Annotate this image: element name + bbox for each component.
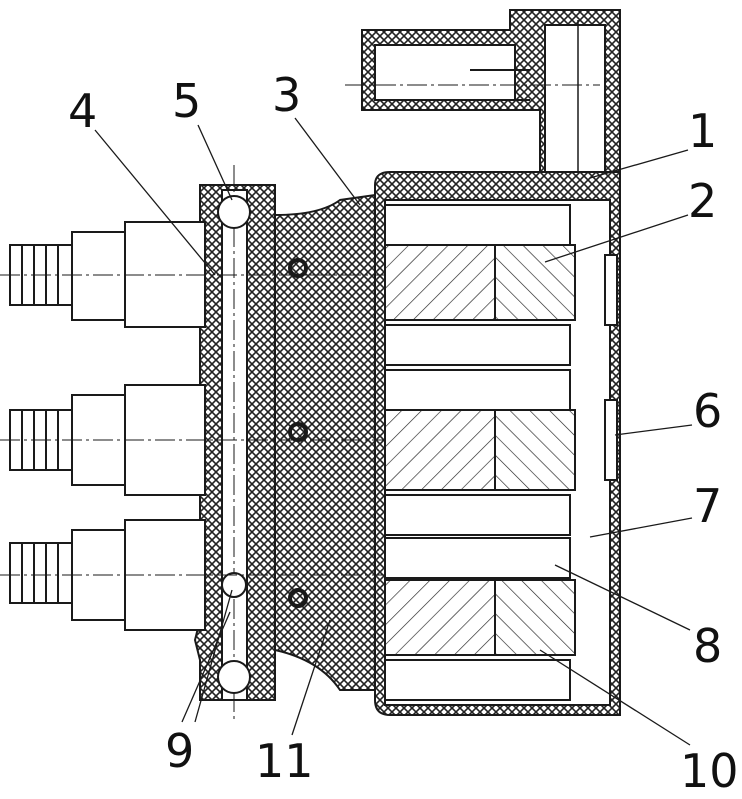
callout-4: 4 — [68, 84, 98, 138]
callout-7: 7 — [693, 479, 723, 533]
callout-8: 8 — [693, 619, 723, 673]
callout-9: 9 — [165, 724, 195, 778]
callout-2: 2 — [688, 174, 718, 228]
callout-3: 3 — [272, 68, 302, 122]
connector-housing — [345, 9, 621, 700]
manifold-block — [193, 165, 276, 720]
callout-5: 5 — [172, 74, 202, 128]
fittings — [0, 221, 560, 631]
callout-6: 6 — [693, 384, 723, 438]
solenoid-units — [288, 204, 618, 701]
valve-body — [274, 193, 376, 691]
callout-11: 11 — [255, 734, 314, 788]
callout-10: 10 — [680, 744, 739, 798]
leader-lines — [94, 117, 693, 746]
callout-1: 1 — [688, 104, 718, 158]
